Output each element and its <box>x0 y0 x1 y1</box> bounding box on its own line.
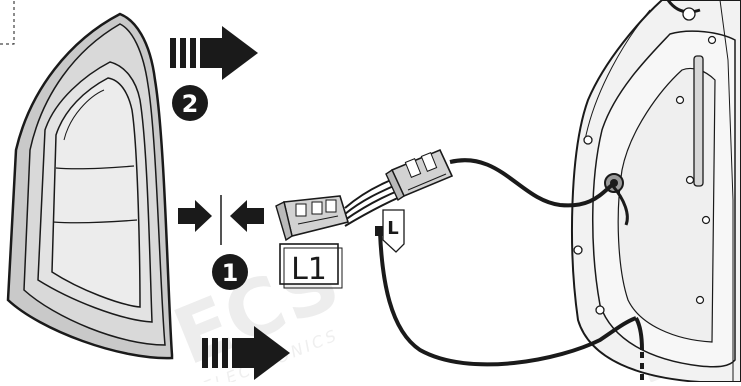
mount-hole <box>685 175 695 185</box>
mount-hole <box>707 35 717 45</box>
lamp-lens <box>51 77 141 308</box>
lamp-side-connector <box>275 195 350 242</box>
body-inner-panel <box>617 67 716 343</box>
lamp-lens-divider-1 <box>55 165 135 170</box>
move-out-arrow-icon <box>170 26 258 80</box>
connector-label-box: L1 <box>279 243 343 289</box>
step-2-badge: 2 <box>172 85 208 121</box>
mount-hole <box>583 135 593 145</box>
move-out-arrow-icon-bottom <box>202 326 290 380</box>
harness-connector <box>385 148 454 202</box>
step-1-number: 1 <box>222 259 239 287</box>
tag-wire <box>378 231 637 367</box>
vehicle-body <box>571 0 741 383</box>
tail-lamp <box>6 12 174 360</box>
step-1-badge: 1 <box>212 254 248 290</box>
mount-hole <box>701 215 711 225</box>
body-edge-line-2 <box>719 0 734 382</box>
harness-cable-inside <box>610 184 629 226</box>
lamp-lens-inner-line <box>63 89 105 141</box>
lamp-lens-divider-2 <box>52 219 138 224</box>
wire-tag-letter: L <box>387 218 398 239</box>
arrow-right-icon <box>178 200 212 232</box>
dashed-guide <box>0 0 15 45</box>
mount-hole <box>573 245 583 255</box>
arrow-left-icon <box>230 200 264 232</box>
hatch-cable <box>666 0 701 14</box>
body-edge-line <box>584 9 651 141</box>
mount-hole <box>595 305 605 315</box>
hatch-strut <box>693 55 704 187</box>
connector-label-text: L1 <box>291 252 327 287</box>
harness-cable-to-grommet <box>449 158 614 208</box>
disconnect-arrows-icon <box>178 195 264 245</box>
exit-cable <box>634 317 644 351</box>
mount-hole <box>695 295 705 305</box>
mount-hole <box>675 95 685 105</box>
wire-tag: L <box>375 209 405 253</box>
step-2-number: 2 <box>182 90 199 118</box>
wire-tag-flag <box>382 209 405 253</box>
